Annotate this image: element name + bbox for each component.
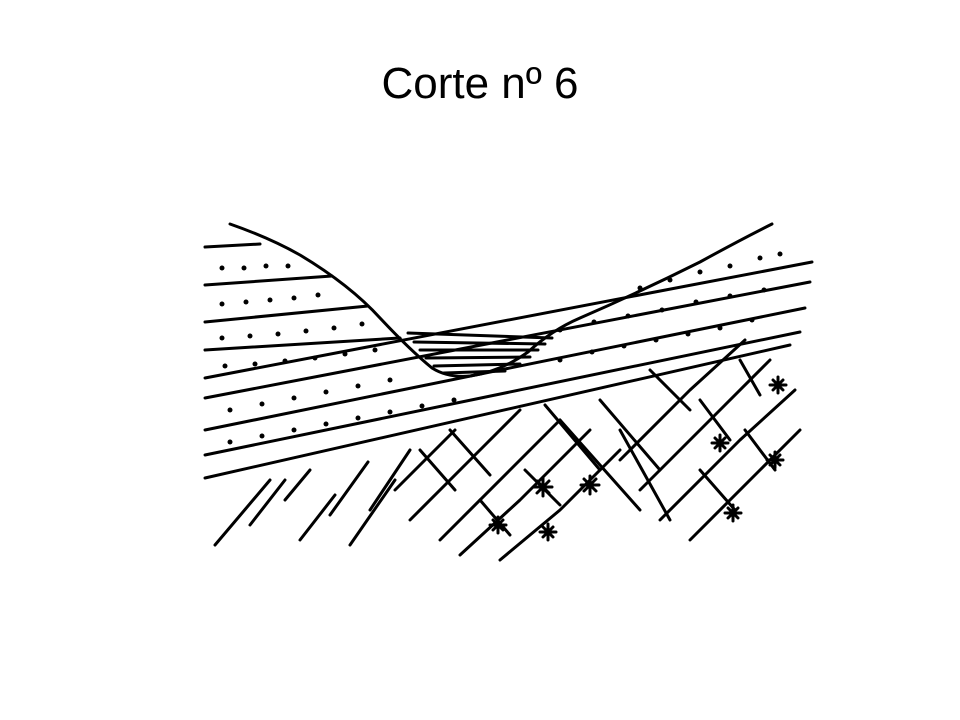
slide-title: Corte nº 6 [381, 59, 579, 108]
left-dotted-strata [203, 242, 402, 352]
basement-dashes-left [213, 448, 412, 547]
star-symbols [488, 375, 788, 542]
dipping-strata [203, 260, 814, 480]
strata-dots [219, 251, 783, 445]
